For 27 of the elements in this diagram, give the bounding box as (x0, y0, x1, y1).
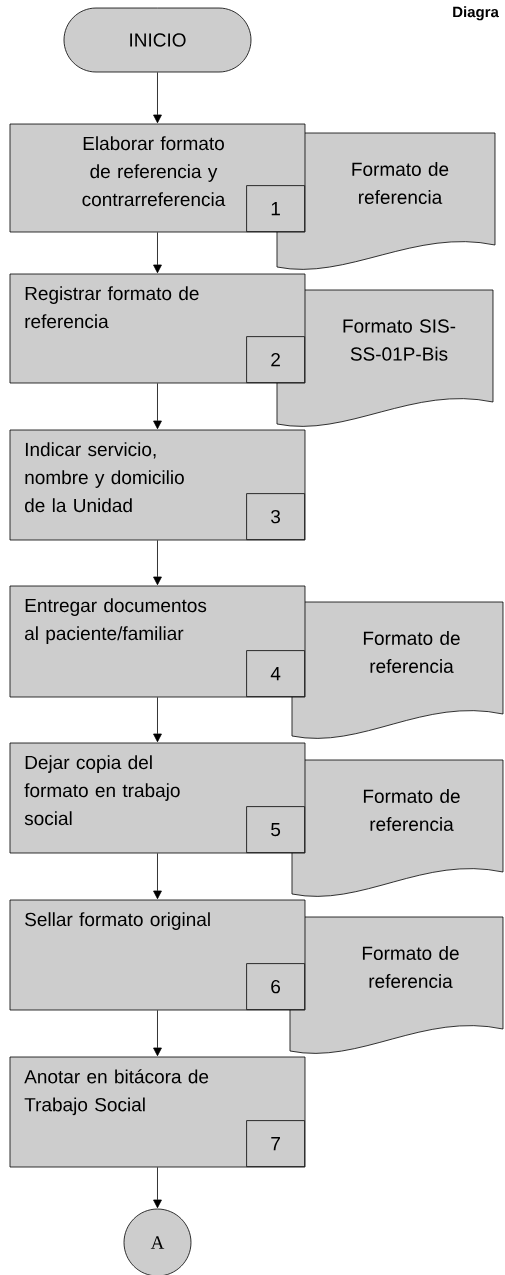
step-number-box: 1 (246, 185, 305, 232)
process-box: Anotar en bitácora de Trabajo Social 7 (9, 1056, 306, 1168)
arrow (153, 697, 162, 743)
process-box: Registrar formato de referencia 2 (9, 273, 306, 384)
step-number-box: 3 (246, 493, 305, 540)
node-label: Formato de referencia (352, 162, 449, 204)
arrow (153, 1010, 162, 1057)
arrow (153, 540, 162, 586)
step-number-box: 4 (246, 650, 305, 697)
process-box: Elaborar formato de referencia y contrarreferencia 1 (9, 123, 306, 233)
arrow (153, 72, 162, 124)
arrow (153, 1167, 162, 1209)
arrow (153, 383, 162, 430)
step-number-box: 6 (246, 963, 305, 1010)
node-label: Formato de referencia (363, 789, 460, 831)
step-number-box: 2 (246, 336, 305, 383)
step-number-box: 7 (246, 1120, 305, 1167)
process-box: Sellar formato original 6 (9, 899, 306, 1011)
process-box: Dejar copia del formato en trabajo social 5 (9, 742, 306, 854)
node-label: Formato de referencia (363, 631, 460, 673)
process-box: Indicar servicio, nombre y domicilio de la Unidad 3 (9, 429, 306, 541)
node-label: Formato de referencia (362, 946, 459, 988)
step-number-box: 5 (246, 806, 305, 853)
title: Diagra (453, 6, 499, 21)
arrow (153, 232, 162, 274)
arrow (153, 853, 162, 900)
process-box: Entregar documentos al paciente/familiar 4 (9, 585, 306, 698)
